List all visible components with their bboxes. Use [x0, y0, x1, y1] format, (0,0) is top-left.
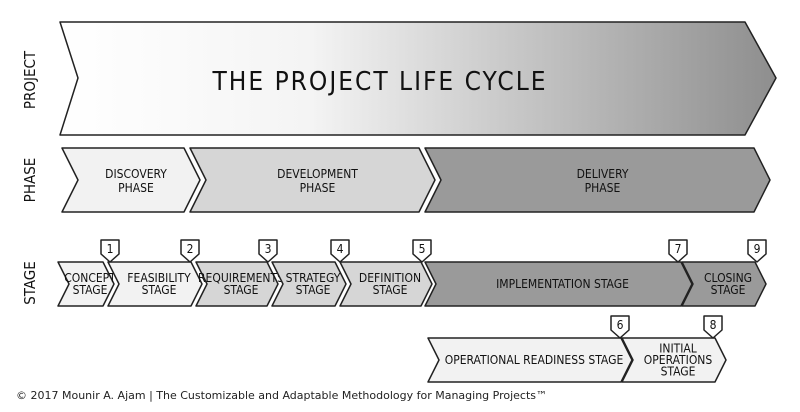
- stage-label: STAGE: [224, 283, 259, 297]
- stage-label: INITIAL: [659, 341, 697, 355]
- stage-label: OPERATIONAL READINESS STAGE: [445, 353, 624, 367]
- phase-label: DISCOVERY: [105, 167, 167, 181]
- stage-label: IMPLEMENTATION STAGE: [496, 277, 629, 291]
- row-label-phase: PHASE: [21, 158, 39, 203]
- milestone-number: 4: [337, 242, 344, 256]
- stage-arrow: [621, 337, 727, 383]
- stage-arrow: [57, 261, 115, 307]
- stage-label: STAGE: [373, 283, 408, 297]
- phase-arrow: [61, 147, 201, 213]
- milestone-number: 5: [419, 242, 426, 256]
- stage-label: CONCEPT: [64, 271, 116, 285]
- milestone-marker: [180, 239, 200, 263]
- milestone-number: 3: [265, 242, 272, 256]
- phase-label: DEVELOPMENT: [277, 167, 358, 181]
- milestone-number: 2: [187, 242, 194, 256]
- milestone-marker: [610, 315, 630, 339]
- milestone-number: 9: [754, 242, 761, 256]
- milestone-number: 8: [710, 318, 717, 332]
- phase-label: PHASE: [118, 181, 154, 195]
- milestone-marker: [747, 239, 767, 263]
- copyright-footer: © 2017 Mounir A. Ajam | The Customizable…: [16, 389, 548, 402]
- diagram-title: THE PROJECT LIFE CYCLE: [211, 67, 547, 97]
- milestone-marker: [668, 239, 688, 263]
- phase-label: PHASE: [585, 181, 621, 195]
- stage-label: DEFINITION: [359, 271, 421, 285]
- stage-label: OPERATIONS: [644, 353, 713, 367]
- stage-label: STAGE: [142, 283, 177, 297]
- stage-arrow: [681, 261, 767, 307]
- milestone-marker: [703, 315, 723, 339]
- row-label-project: PROJECT: [21, 50, 39, 109]
- stage-arrow: [424, 261, 693, 307]
- stage-label: CLOSING: [704, 271, 752, 285]
- stage-arrow: [271, 261, 347, 307]
- milestone-marker: [412, 239, 432, 263]
- project-arrow: [59, 21, 777, 136]
- stage-label: STRATEGY: [286, 271, 341, 285]
- stage-label: STAGE: [73, 283, 108, 297]
- row-label-stage: STAGE: [21, 261, 39, 305]
- milestone-number: 1: [107, 242, 114, 256]
- phase-label: PHASE: [300, 181, 336, 195]
- stage-label: STAGE: [296, 283, 331, 297]
- phase-label: DELIVERY: [577, 167, 629, 181]
- stage-label: STAGE: [661, 364, 696, 378]
- milestone-marker: [100, 239, 120, 263]
- phase-arrow: [189, 147, 436, 213]
- milestone-number: 6: [617, 318, 624, 332]
- stage-label: STAGE: [711, 283, 746, 297]
- stage-label: FEASIBILITY: [127, 271, 191, 285]
- phase-arrow: [424, 147, 771, 213]
- milestone-marker: [330, 239, 350, 263]
- milestone-number: 7: [675, 242, 682, 256]
- stage-label: REQUIREMENTS: [198, 271, 284, 285]
- milestone-marker: [258, 239, 278, 263]
